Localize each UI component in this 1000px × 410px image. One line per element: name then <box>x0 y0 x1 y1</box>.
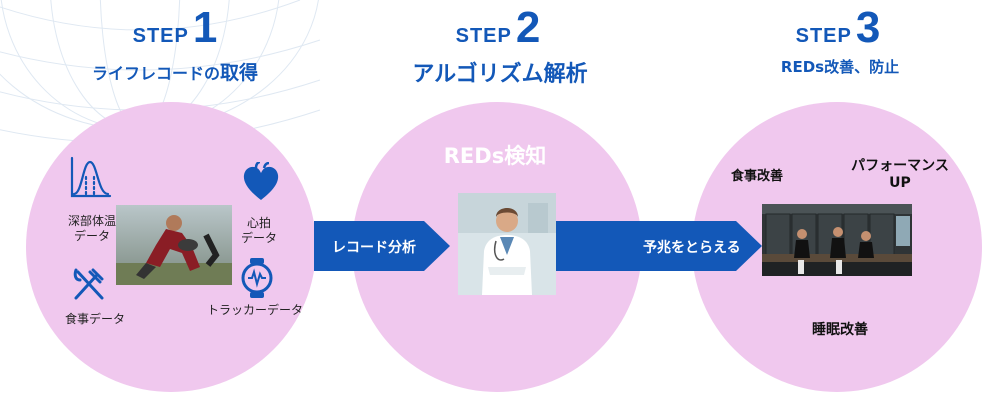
performance-line2: UP <box>889 175 911 191</box>
smartwatch-icon <box>241 258 273 298</box>
step3-title: REDs改善、防止 <box>780 58 900 76</box>
arrow2-label: 予兆をとらえる <box>643 240 741 256</box>
step1-title: ライフレコードの取得 <box>70 58 280 85</box>
reds-detect-title: REDs検知 <box>443 144 547 168</box>
doctor-photo <box>458 193 556 295</box>
body-temp-line1: 深部体温 <box>67 214 116 228</box>
athlete-photo <box>116 205 232 285</box>
heart-rate-line2: データ <box>240 231 277 245</box>
meal-data-label: 食事データ <box>64 312 125 326</box>
body-temp-label: 深部体温 データ <box>52 214 132 244</box>
step2-label: STEP <box>455 25 512 47</box>
step2-title: アルゴリズム解析 <box>412 62 588 87</box>
step1-number: 1 <box>192 3 218 52</box>
performance-up-label: パフォーマンス UP <box>840 158 960 192</box>
heart-rate-label: 心拍 データ <box>224 216 294 246</box>
performance-line1: パフォーマンス <box>851 158 949 174</box>
tracker-data-label: トラッカーデータ <box>206 303 303 317</box>
step2-number: 2 <box>515 3 541 52</box>
sleep-improvement-label: 睡眠改善 <box>812 322 868 338</box>
arrow-detect-signs <box>556 221 762 271</box>
meal-improvement-label: 食事改善 <box>730 169 783 184</box>
heart-rate-line1: 心拍 <box>246 216 271 230</box>
fork-knife-icon <box>73 268 104 300</box>
step1-title-a: ライフレコードの <box>91 64 220 83</box>
step3-label: STEP <box>795 25 852 47</box>
heart-icon <box>243 162 279 200</box>
step3-number: 3 <box>855 3 881 52</box>
arrow1-label: レコード分析 <box>332 240 416 256</box>
step1-heading: STEP1 <box>120 6 230 50</box>
locker-room-photo <box>762 204 912 276</box>
step1-label: STEP <box>132 25 189 47</box>
step3-heading: STEP3 <box>783 6 893 50</box>
step2-heading: STEP2 <box>443 6 553 50</box>
step1-title-b: 取得 <box>220 62 259 84</box>
body-temp-line2: データ <box>73 229 110 243</box>
temperature-curve-icon <box>70 156 112 198</box>
arrow-record-analysis <box>314 221 450 271</box>
